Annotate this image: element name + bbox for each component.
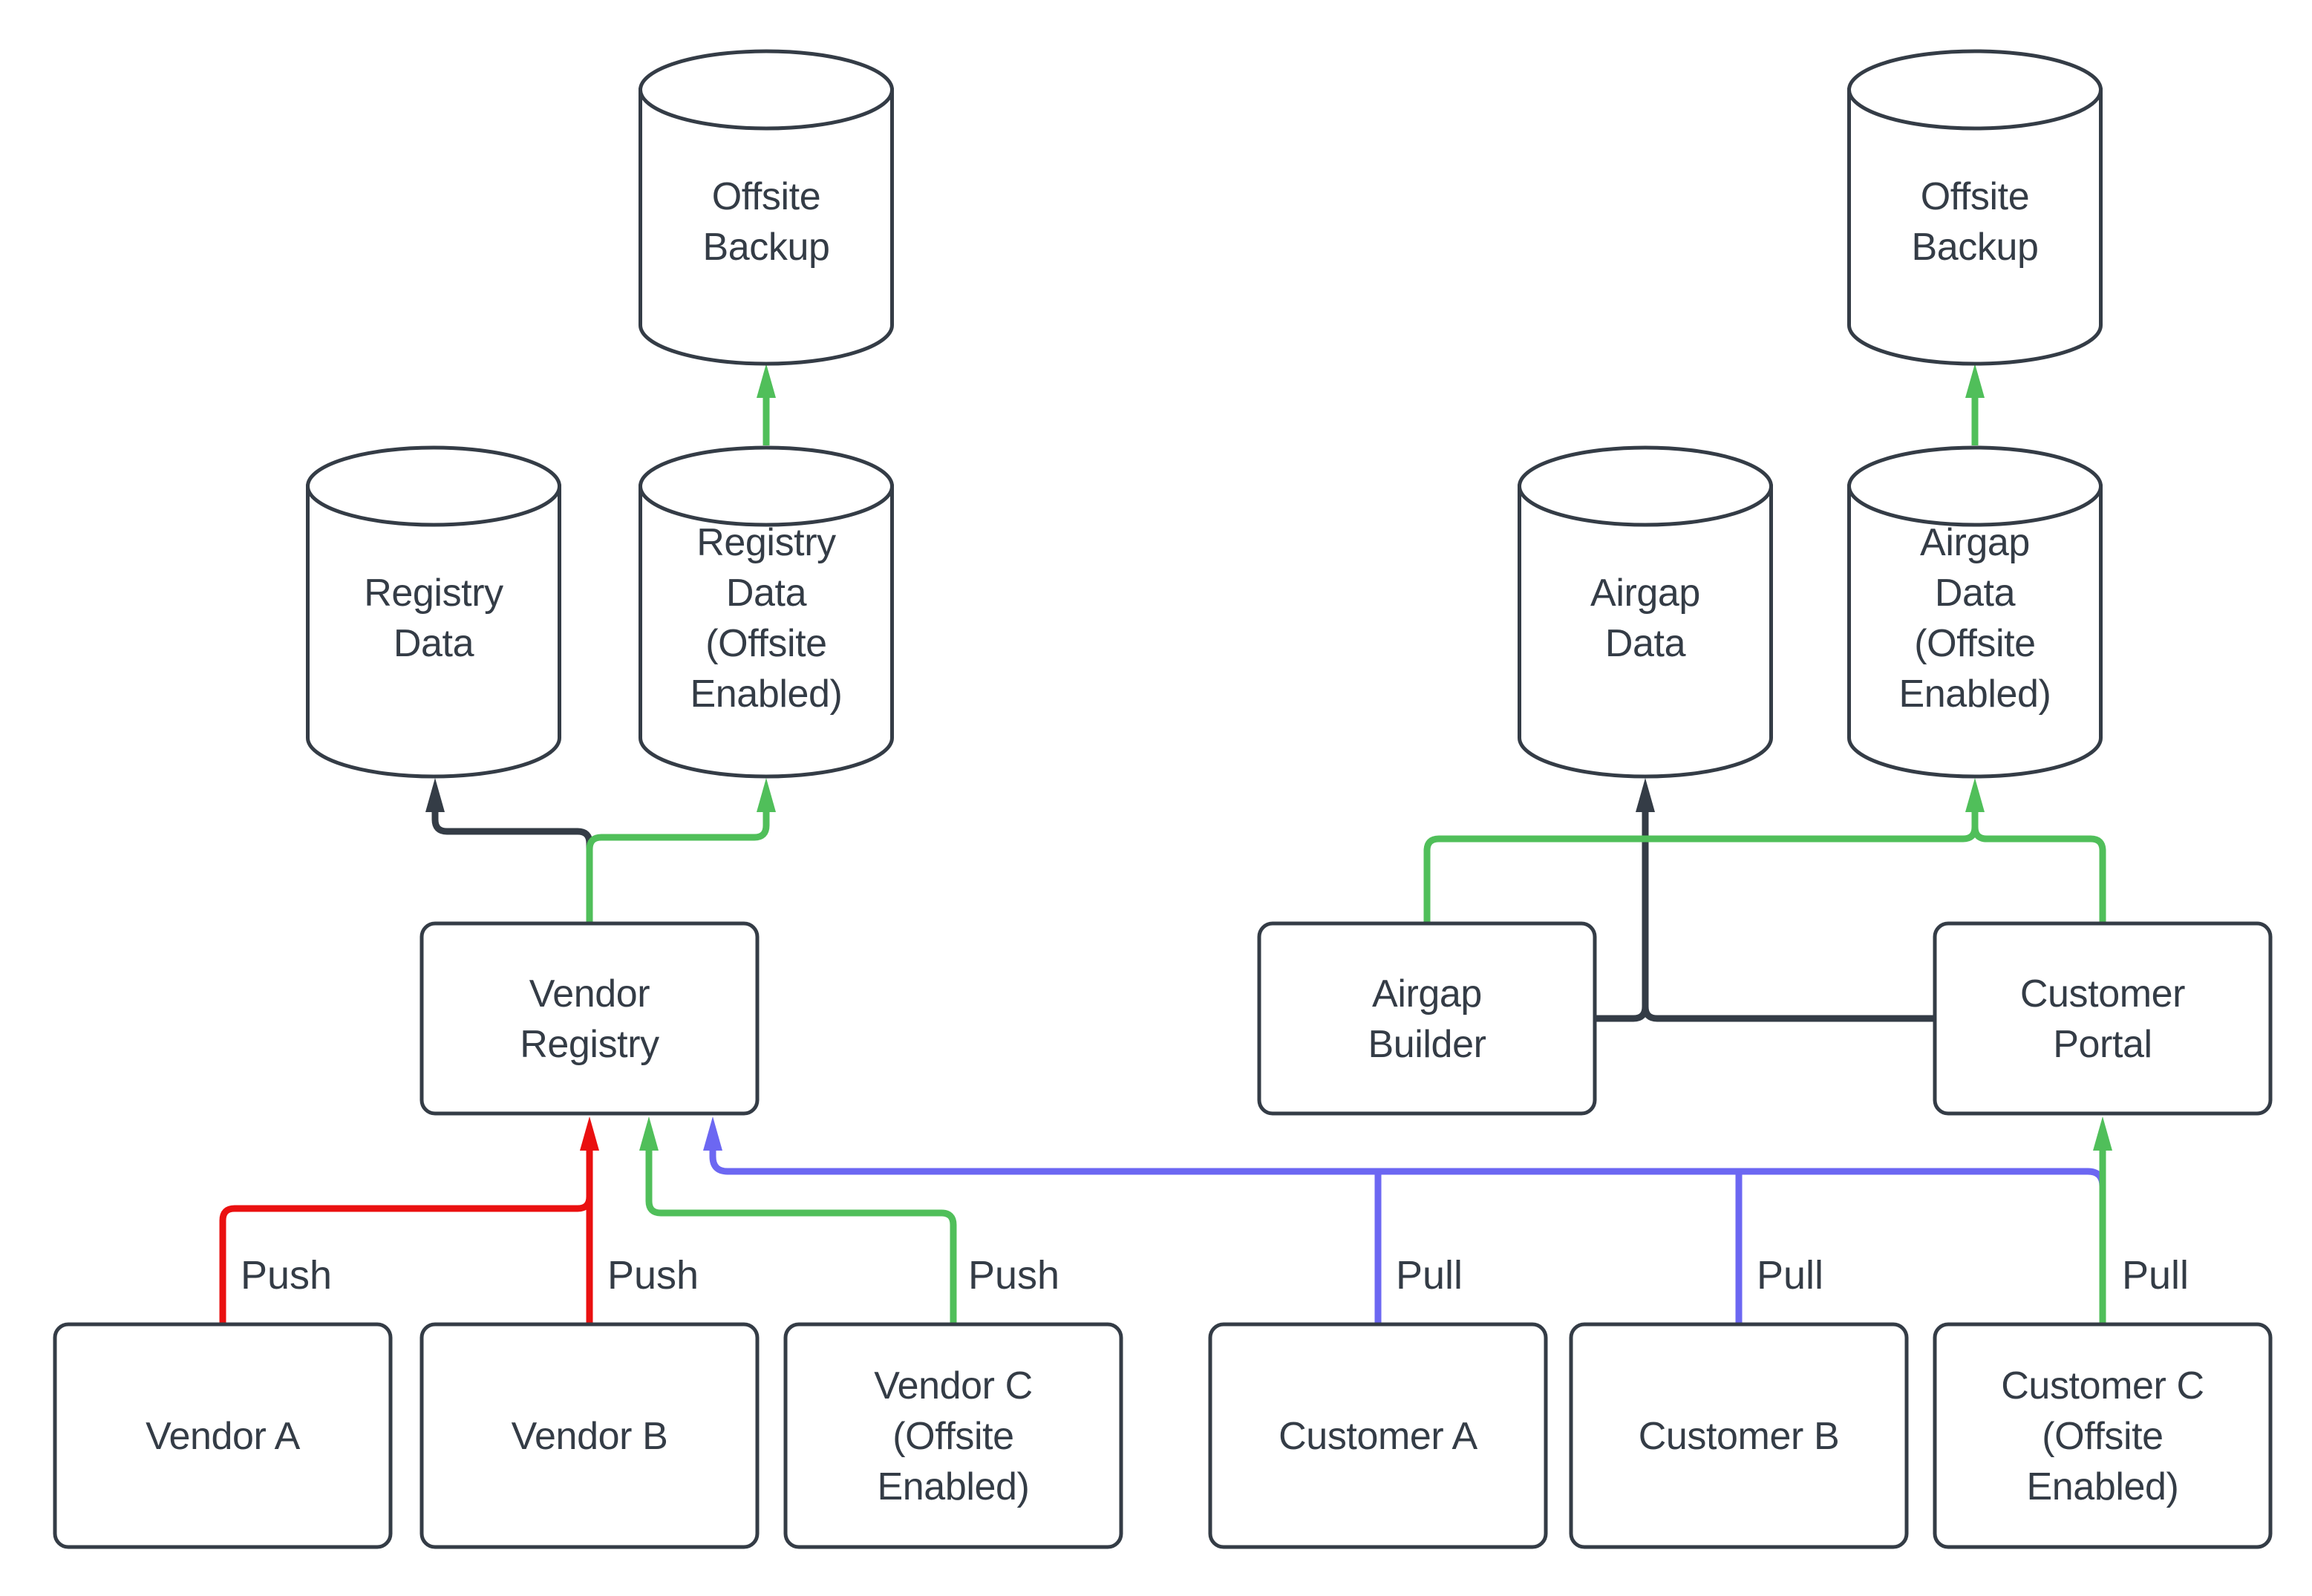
arrowhead-offsite-backup-right <box>1965 364 1985 398</box>
cylinder-top-ellipse <box>1847 49 2103 131</box>
vendor-registry-label: Vendor Registry <box>520 971 659 1066</box>
cylinder-top-ellipse <box>639 49 894 131</box>
customer-a-box <box>1208 1322 1548 1549</box>
arrowhead-pull-into-customer-portal <box>2093 1116 2112 1151</box>
offsite-backup-left-cylinder <box>639 49 894 366</box>
edge-layer <box>219 364 2112 1324</box>
vendor-b-box <box>419 1322 760 1549</box>
pull-label-customer-a: Pull <box>1396 1253 1463 1298</box>
vendor-registry-box <box>419 921 760 1116</box>
vendor-a-label: Vendor A <box>146 1413 300 1458</box>
airgap-builder-label: Airgap Builder <box>1368 971 1486 1066</box>
customer-c-label: Customer C (Offsite Enabled) <box>2001 1363 2204 1508</box>
pull-label-customer-b: Pull <box>1757 1253 1824 1298</box>
customer-a-label: Customer A <box>1279 1413 1477 1458</box>
arrowhead-push-into-vendor-registry <box>580 1116 599 1151</box>
airgap-data-offsite-cylinder <box>1847 445 2103 779</box>
arrowhead-green-push-into-vendor-registry <box>639 1116 659 1151</box>
registry-data-label: Registry Data <box>364 570 503 665</box>
cylinder-top-ellipse <box>306 445 561 527</box>
edge-vendor-c-push <box>645 1149 957 1324</box>
edge-customers-pull-to-vendor-registry <box>709 1149 2106 1190</box>
cylinder-body <box>306 484 561 779</box>
edge-airgap-builder-to-airgap-data <box>1595 995 1649 1022</box>
edge-airgap-builder-to-airgap-offsite <box>1423 811 1979 923</box>
vendor-c-label: Vendor C (Offsite Enabled) <box>874 1363 1033 1508</box>
cylinder-body <box>639 484 894 779</box>
offsite-backup-right-label: Offsite Backup <box>1911 174 2039 269</box>
edge-customer-portal-to-airgap-offsite <box>1971 815 2106 923</box>
edge-vendor-registry-to-registry-data <box>431 811 593 923</box>
cylinder-body <box>1847 88 2103 366</box>
customer-c-box <box>1933 1322 2273 1549</box>
customer-portal-box <box>1933 921 2273 1116</box>
cylinder-top-ellipse <box>1847 445 2103 527</box>
registry-data-offsite-label: Registry Data (Offsite Enabled) <box>690 520 843 716</box>
arrowhead-registry-data <box>425 778 445 812</box>
vendor-a-box <box>53 1322 393 1549</box>
arrowhead-airgap-data-offsite <box>1965 778 1985 812</box>
customer-b-label: Customer B <box>1638 1413 1840 1458</box>
arrowhead-registry-data-offsite <box>757 778 776 812</box>
edge-vendor-registry-to-registry-data-offsite <box>586 811 770 923</box>
cylinder-body <box>639 88 894 366</box>
offsite-backup-left-label: Offsite Backup <box>702 174 830 269</box>
cylinder-body <box>1518 484 1773 779</box>
arrowhead-offsite-backup-left <box>757 364 776 398</box>
box-layer <box>53 921 2273 1549</box>
airgap-builder-box <box>1257 921 1597 1116</box>
customer-portal-label: Customer Portal <box>2019 971 2186 1066</box>
airgap-data-label: Airgap Data <box>1590 570 1700 665</box>
pull-label-customer-c: Pull <box>2122 1253 2189 1298</box>
customer-b-box <box>1569 1322 1909 1549</box>
offsite-backup-right-cylinder <box>1847 49 2103 366</box>
arrowhead-airgap-data <box>1636 778 1655 812</box>
push-label-vendor-c: Push <box>968 1253 1060 1298</box>
airgap-data-cylinder <box>1518 445 1773 779</box>
cylinder-top-ellipse <box>639 445 894 527</box>
airgap-data-offsite-label: Airgap Data (Offsite Enabled) <box>1898 520 2051 716</box>
cylinder-layer <box>306 49 2103 779</box>
push-label-vendor-a: Push <box>241 1253 333 1298</box>
arrowhead-pull-into-vendor-registry <box>703 1116 722 1151</box>
push-label-vendor-b: Push <box>607 1253 699 1298</box>
cylinder-body <box>1847 484 2103 779</box>
cylinder-top-ellipse <box>1518 445 1773 527</box>
vendor-b-label: Vendor B <box>511 1413 668 1458</box>
registry-data-cylinder <box>306 445 561 779</box>
registry-data-offsite-cylinder <box>639 445 894 779</box>
vendor-c-box <box>783 1322 1123 1549</box>
